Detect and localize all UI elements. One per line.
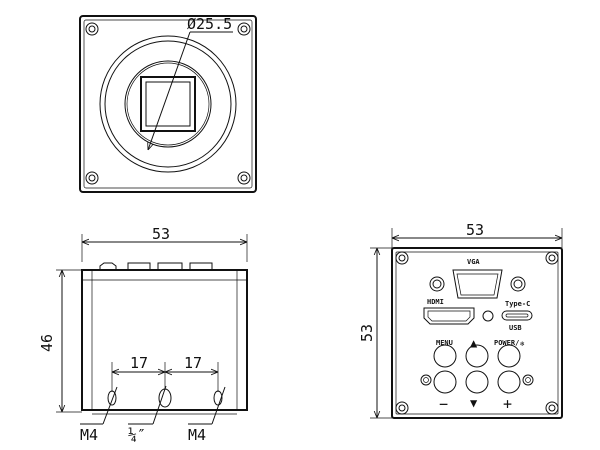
back-width-label: 53 bbox=[466, 221, 484, 239]
btn-power-label: POWER/ bbox=[494, 339, 519, 347]
back-panel-inner bbox=[395, 251, 559, 415]
port-usb-label: USB bbox=[509, 324, 522, 332]
side-view: 53 46 17 17 M4 ¼″ M4 bbox=[38, 225, 248, 444]
back-screw-br bbox=[545, 401, 559, 415]
btn-menu[interactable] bbox=[433, 344, 457, 368]
vga-port-icon bbox=[429, 269, 526, 299]
btn-plus[interactable] bbox=[497, 370, 521, 394]
btn-power[interactable] bbox=[497, 344, 521, 368]
left-led-icon bbox=[420, 374, 432, 386]
back-height-label: 53 bbox=[358, 324, 376, 342]
lens-mount-ring bbox=[104, 40, 232, 168]
power-snowflake-icon: ❄ bbox=[520, 340, 524, 348]
front-screw-bl bbox=[85, 171, 99, 185]
spacing-left-label: 17 bbox=[130, 354, 148, 372]
leader-m4-left bbox=[102, 386, 118, 425]
back-panel-outer bbox=[391, 247, 563, 419]
btn-menu-label: MENU bbox=[436, 339, 453, 347]
typec-port-icon bbox=[501, 310, 533, 321]
side-body-outer bbox=[81, 269, 248, 411]
right-led-icon bbox=[522, 374, 534, 386]
thread-center-label: ¼″ bbox=[128, 426, 146, 444]
port-typec-label: Type-C bbox=[505, 300, 530, 308]
front-body-inner bbox=[83, 19, 253, 189]
side-top-connectors bbox=[99, 262, 213, 270]
leader-quarter-inch bbox=[152, 385, 167, 425]
front-screw-br bbox=[237, 171, 251, 185]
side-width-label: 53 bbox=[152, 225, 170, 243]
port-hdmi-label: HDMI bbox=[427, 298, 444, 306]
front-view: Ø25.5 bbox=[79, 15, 257, 193]
btn-up-label: ▲ bbox=[470, 336, 478, 350]
spacing-right-label: 17 bbox=[184, 354, 202, 372]
btn-minus[interactable] bbox=[433, 370, 457, 394]
back-screw-tr bbox=[545, 251, 559, 265]
sensor-inner bbox=[145, 81, 191, 127]
thread-left-label: M4 bbox=[80, 426, 98, 444]
port-vga-label: VGA bbox=[467, 258, 480, 266]
btn-up[interactable] bbox=[465, 344, 489, 368]
btn-down-label: ▼ bbox=[470, 396, 478, 410]
lens-mount-outer bbox=[99, 35, 237, 173]
hdmi-port-icon bbox=[423, 307, 475, 325]
diameter-leader bbox=[148, 31, 191, 150]
front-body-outer bbox=[79, 15, 257, 193]
hole-quarter-inch bbox=[158, 388, 172, 408]
btn-minus-label: − bbox=[439, 395, 448, 413]
btn-down[interactable] bbox=[465, 370, 489, 394]
indicator-led-icon bbox=[482, 310, 494, 322]
lens-mount-inner bbox=[124, 60, 212, 148]
back-screw-bl bbox=[395, 401, 409, 415]
side-height-label: 46 bbox=[38, 334, 56, 352]
back-screw-tl bbox=[395, 251, 409, 265]
leader-m4-right bbox=[211, 386, 226, 425]
front-screw-tl bbox=[85, 22, 99, 36]
lens-mount-bore bbox=[126, 62, 210, 146]
back-view: 53 53 VGA HDMI bbox=[358, 221, 563, 419]
btn-plus-label: + bbox=[503, 395, 512, 413]
thread-right-label: M4 bbox=[188, 426, 206, 444]
diameter-label: Ø25.5 bbox=[187, 15, 232, 33]
front-screw-tr bbox=[237, 22, 251, 36]
sensor-outer bbox=[140, 76, 196, 132]
